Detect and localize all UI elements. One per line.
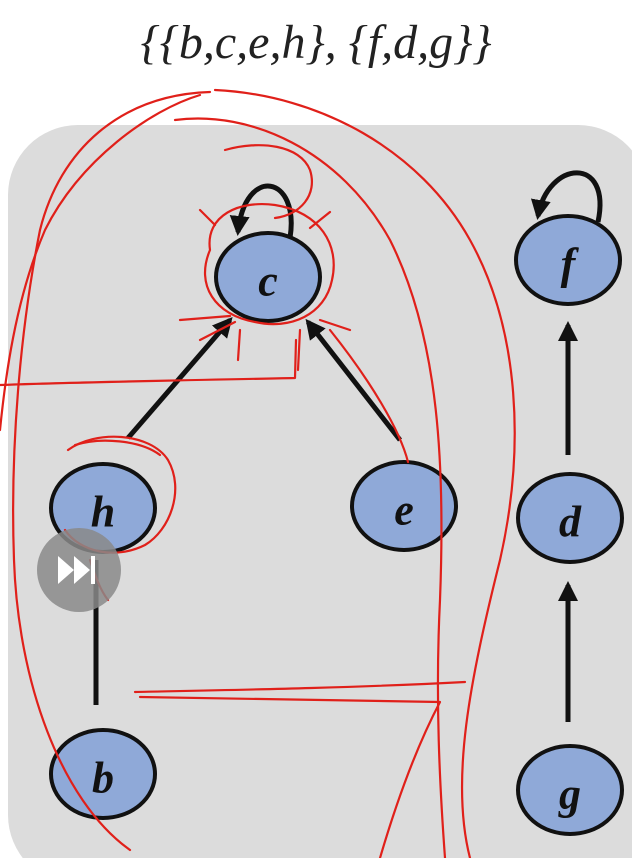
node-b: b	[49, 728, 157, 820]
node-c: c	[214, 231, 322, 323]
edge-e-c	[305, 318, 402, 442]
scc-loop-scribble-4	[173, 117, 447, 858]
scc-loop-scribble-3	[0, 93, 202, 432]
edge-c-self	[229, 183, 294, 239]
edges	[93, 170, 603, 722]
diagonal-scribble-bottom	[138, 695, 442, 858]
node-c-rays-scribble	[178, 208, 352, 372]
node-e-arrow-scribble	[328, 328, 410, 464]
fast-forward-icon	[58, 556, 95, 584]
node-f-label: f	[561, 240, 580, 289]
edge-f-self	[530, 170, 603, 223]
node-c-label: c	[258, 257, 278, 306]
red-annotation-strokes	[0, 88, 516, 858]
node-d: d	[516, 472, 624, 564]
node-h-label: h	[91, 488, 115, 537]
node-c-circle-scribble	[204, 203, 335, 326]
edge-h-c	[126, 316, 233, 440]
node-d-label: d	[559, 498, 582, 547]
scc-loop-scribble-2	[213, 88, 516, 858]
horizontal-scribble-bottom	[133, 680, 467, 694]
node-e: e	[350, 460, 458, 552]
graph-panel	[8, 125, 632, 858]
node-b-label: b	[92, 754, 114, 803]
horizontal-scribble-top	[0, 338, 298, 387]
node-g-label: g	[558, 770, 581, 819]
node-f: f	[514, 214, 622, 306]
node-e-label: e	[394, 486, 414, 535]
page-title: {{b,c,e,h}, {f,d,g}}	[140, 16, 491, 69]
node-g: g	[516, 744, 624, 836]
fast-forward-button[interactable]	[37, 528, 121, 612]
scc-loop-scribble	[12, 90, 212, 852]
node-c-circle-scribble-2	[223, 144, 313, 220]
